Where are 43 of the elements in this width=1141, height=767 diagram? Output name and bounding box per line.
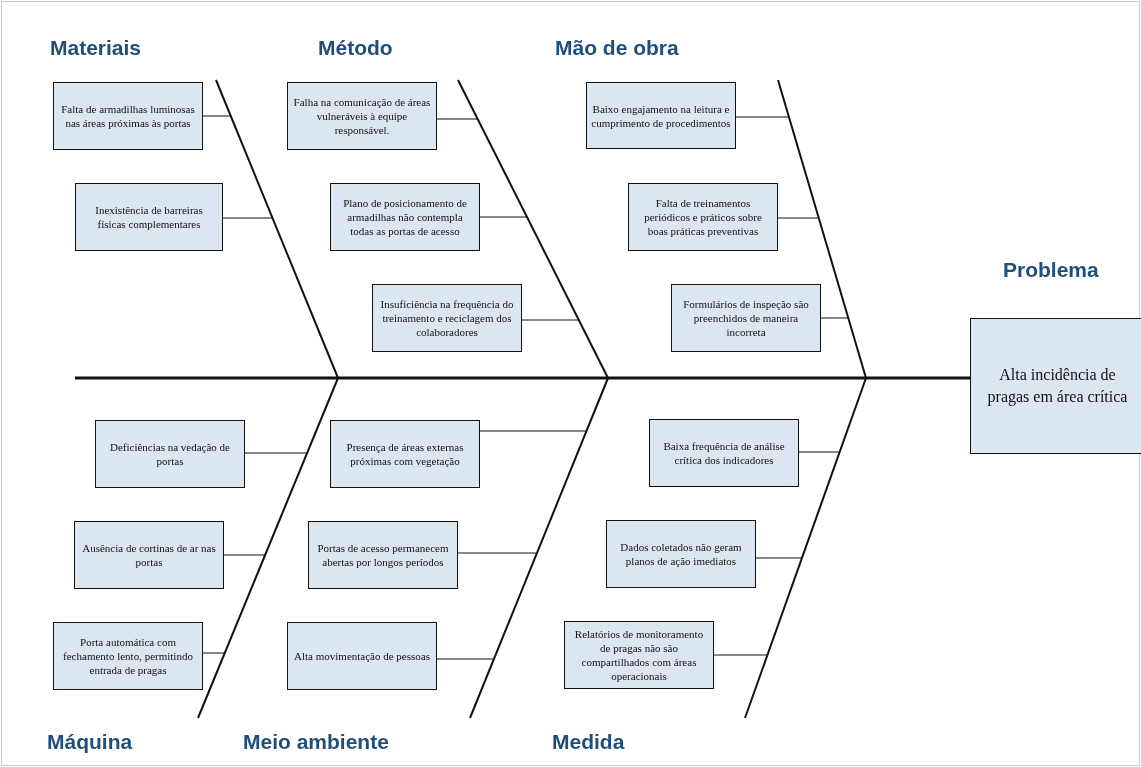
problem-heading: Problema bbox=[1003, 257, 1099, 283]
cause-box: Ausência de cortinas de ar nas portas bbox=[74, 521, 224, 589]
branch-line bbox=[436, 658, 495, 660]
spine-line bbox=[75, 376, 970, 380]
cause-box: Plano de posicionamento de armadilhas não contempla todas as portas de acesso bbox=[330, 183, 480, 251]
problem-box: Alta incidência de pragas em área crítica bbox=[970, 318, 1141, 454]
cause-box: Presença de áreas externas próximas com vegetação bbox=[330, 420, 480, 488]
branch-line bbox=[798, 451, 841, 453]
cause-box: Deficiências na vedação de portas bbox=[95, 420, 245, 488]
cause-box: Portas de acesso permanecem abertas por longos períodos bbox=[308, 521, 458, 589]
cause-box: Dados coletados não geram planos de ação imediatos bbox=[606, 520, 756, 588]
branch-line bbox=[735, 116, 790, 118]
branch-line bbox=[521, 319, 580, 321]
cause-box: Relatórios de monitoramento de pragas não são compartilhados com áreas operacionais bbox=[564, 621, 714, 689]
branch-line bbox=[479, 216, 528, 218]
cause-box: Alta movimentação de pessoas bbox=[287, 622, 437, 690]
branch-line bbox=[202, 115, 232, 117]
category-heading: Mão de obra bbox=[555, 35, 679, 61]
branch-line bbox=[222, 217, 273, 219]
category-heading: Método bbox=[318, 35, 393, 61]
category-heading: Máquina bbox=[47, 729, 133, 755]
cause-box: Baixo engajamento na leitura e cumprimento de procedimentos bbox=[586, 82, 736, 149]
branch-line bbox=[479, 430, 587, 432]
cause-box: Falta de treinamentos periódicos e práticos sobre boas práticas preventivas bbox=[628, 183, 778, 251]
branch-line bbox=[223, 554, 266, 556]
cause-box: Falta de armadilhas luminosas nas áreas próximas às portas bbox=[53, 82, 203, 150]
cause-box: Insuficiência na frequência do treinamento e reciclagem dos colaboradores bbox=[372, 284, 522, 352]
branch-line bbox=[457, 552, 538, 554]
branch-line bbox=[202, 652, 226, 654]
branch-line bbox=[244, 452, 308, 454]
cause-box: Inexistência de barreiras físicas complementares bbox=[75, 183, 223, 251]
branch-line bbox=[820, 317, 849, 319]
branch-line bbox=[777, 217, 820, 219]
branch-line bbox=[713, 654, 768, 656]
cause-box: Falha na comunicação de áreas vulneráveis à equipe responsável. bbox=[287, 82, 437, 150]
branch-line bbox=[436, 118, 479, 120]
cause-box: Baixa frequência de análise crítica dos indicadores bbox=[649, 419, 799, 487]
cause-box: Porta automática com fechamento lento, permitindo entrada de pragas bbox=[53, 622, 203, 690]
cause-box: Formulários de inspeção são preenchidos de maneira incorreta bbox=[671, 284, 821, 352]
category-heading: Meio ambiente bbox=[243, 729, 389, 755]
category-heading: Materiais bbox=[50, 35, 142, 61]
branch-line bbox=[755, 557, 803, 559]
category-heading: Medida bbox=[552, 729, 625, 755]
